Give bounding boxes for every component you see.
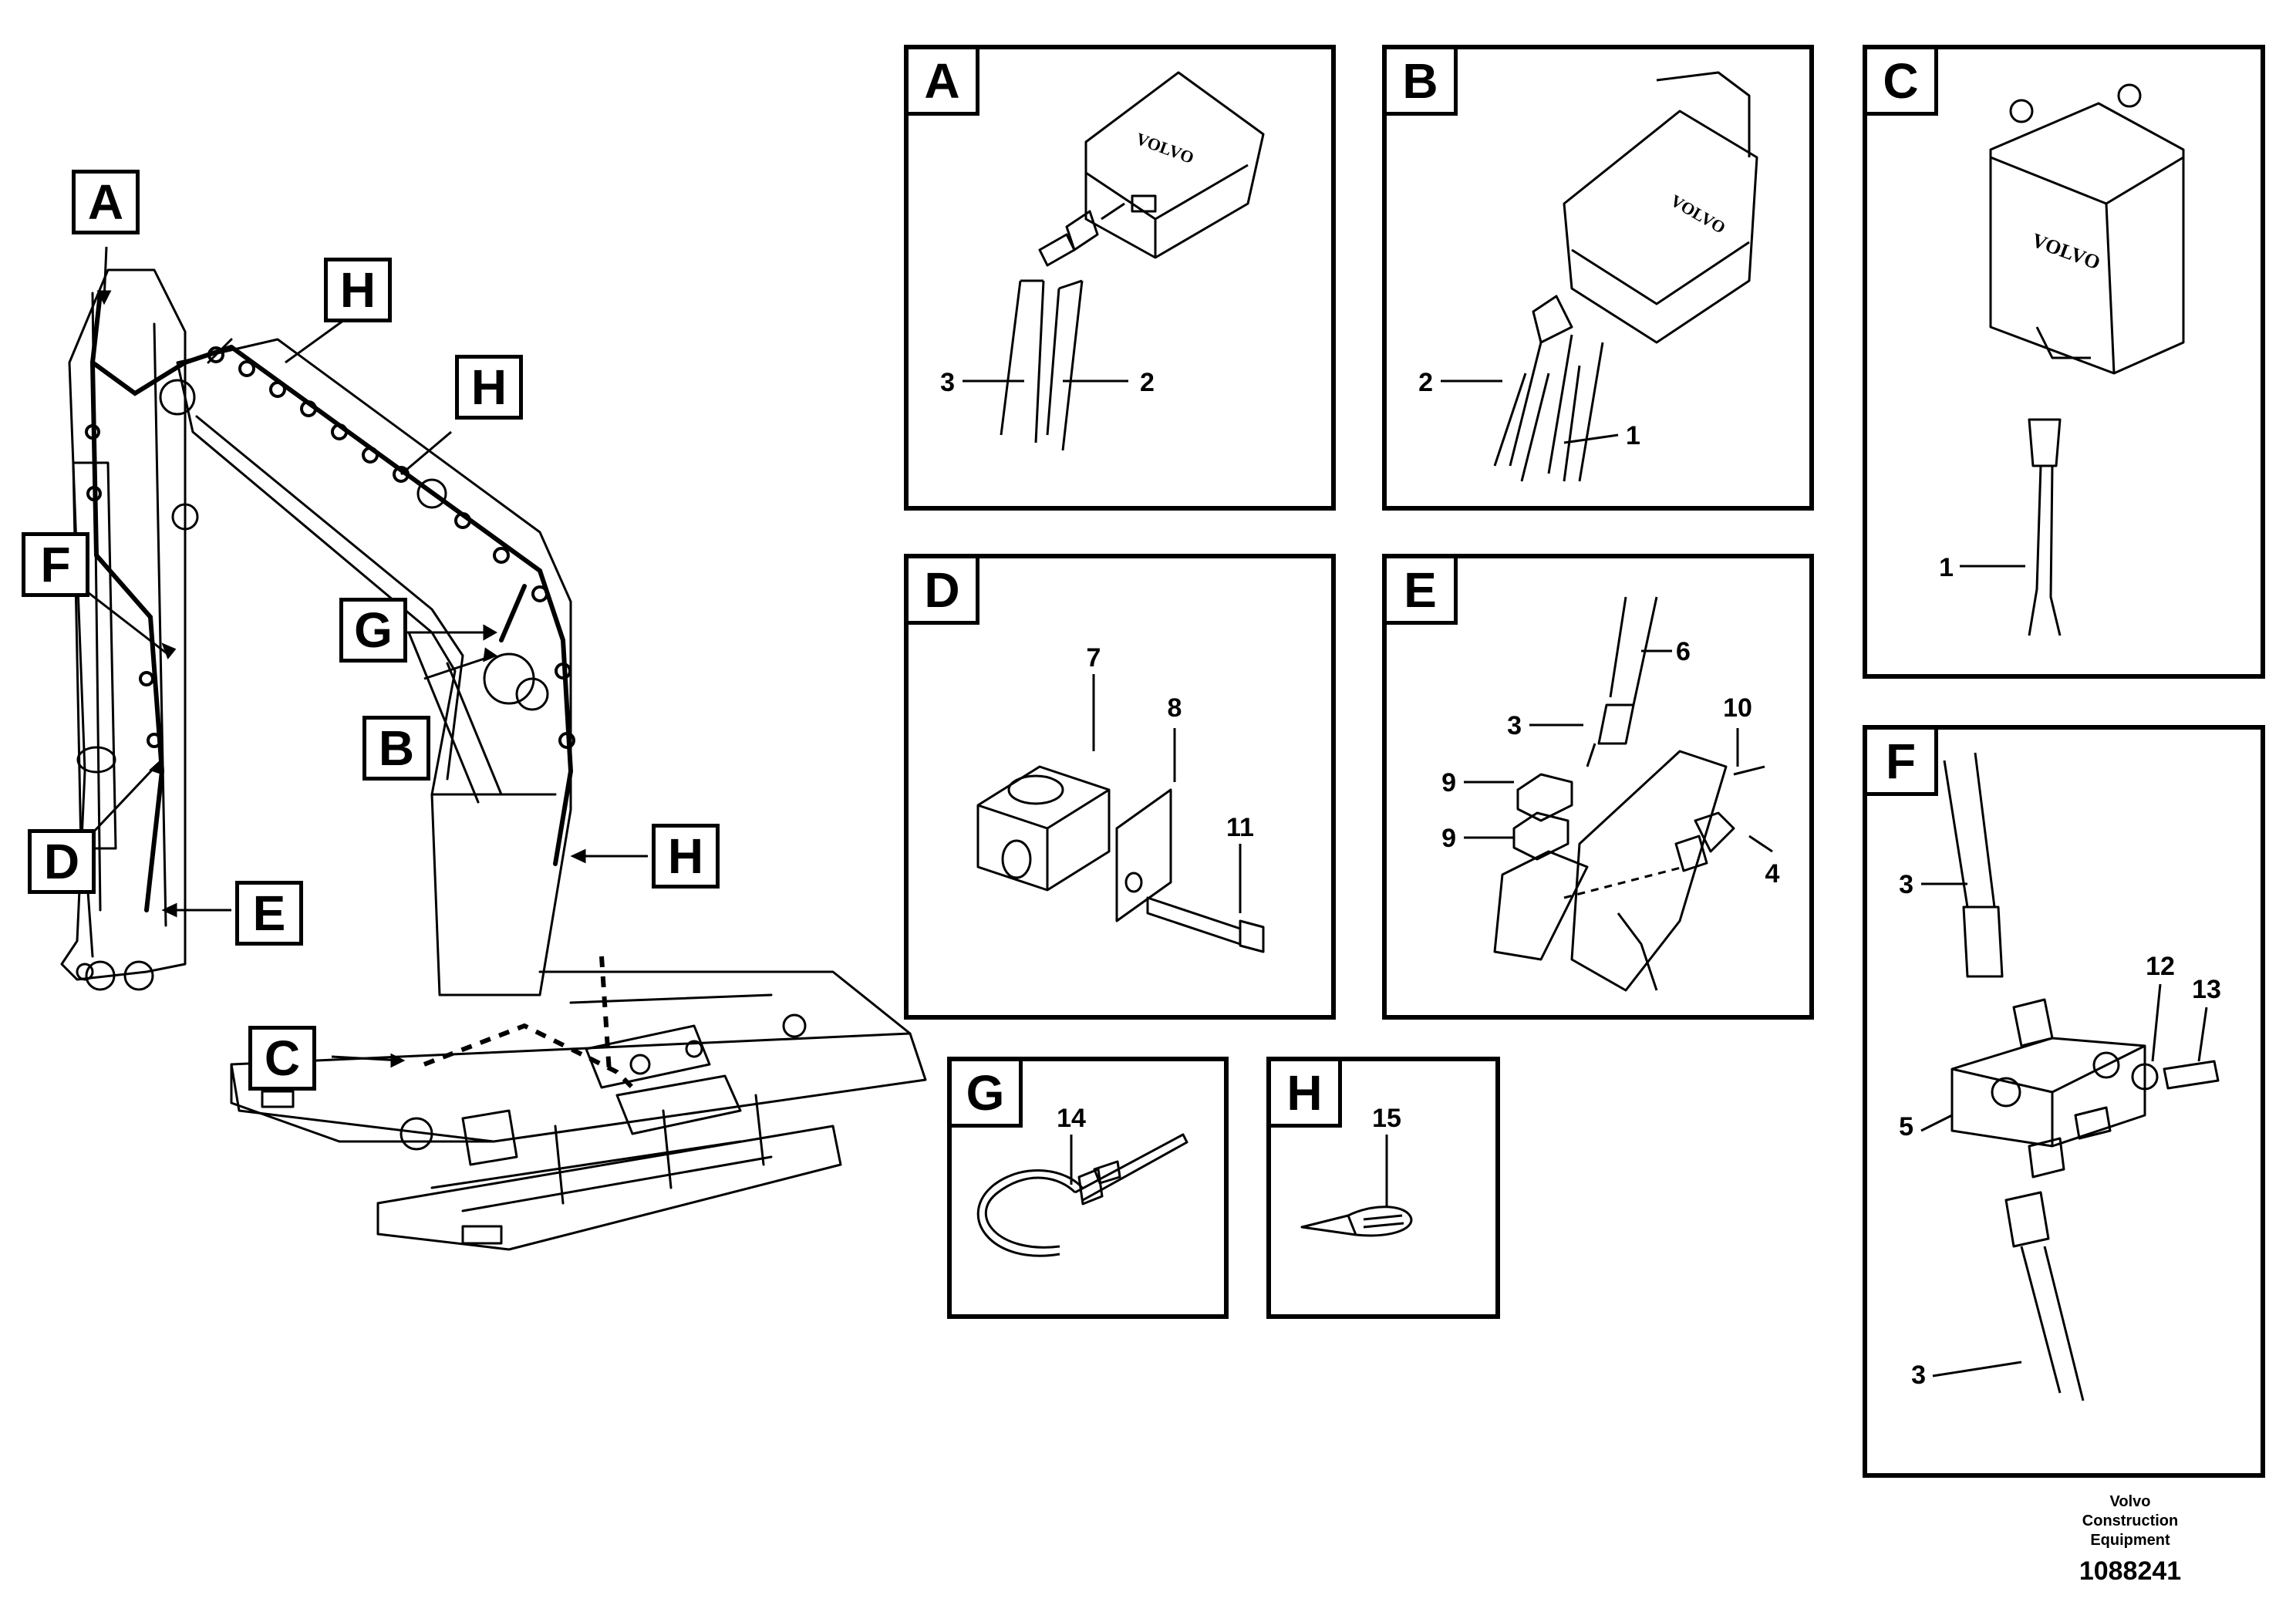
harness-arm-down [90,360,165,912]
panel-f-callout-5: 5 [1899,1112,1913,1141]
panel-e-callout-3: 3 [1507,711,1522,740]
clamp-block [976,765,1111,892]
panel-d-label: D [909,558,979,625]
detail-panel-b: B VOLVO 2 1 [1382,45,1814,511]
overview-label-b: B [362,716,430,781]
panel-a-drawing: VOLVO 3 2 [940,71,1265,451]
panel-e-callout-9-top: 9 [1441,768,1456,798]
panel-b-drawing: VOLVO 2 1 [1418,71,1758,482]
panel-a-callout-3: 3 [940,368,955,397]
panel-f-callout-3-top: 3 [1899,870,1913,899]
panel-e-callout-10: 10 [1723,693,1752,723]
lower-frame [376,1125,842,1251]
panel-c-callout-1: 1 [1939,553,1954,582]
panel-d-callout-11: 11 [1226,813,1254,842]
clamp-plate [1115,788,1172,922]
harness-arm [89,291,234,396]
panel-f-callout-3-bottom: 3 [1911,1361,1926,1390]
panel-c-label: C [1867,49,1938,116]
panel-e-drawing: 6 3 10 9 9 4 [1441,596,1780,992]
upper-frame [230,1032,927,1143]
harness-boom [229,345,574,866]
arm-outline [60,268,187,981]
panel-f-drawing: 3 12 13 5 3 [1899,752,2221,1401]
detail-panel-c: C VOLVO 1 [1863,45,2265,679]
brand-footer: Volvo Construction Equipment 1088241 [2061,1492,2200,1587]
brand-line-1: Volvo Construction [2082,1493,2179,1529]
cable-tie-loop [984,1176,1077,1249]
overview-label-h-top: H [324,258,392,322]
panel-b-logo: VOLVO [1667,191,1729,238]
bolt-11 [1146,896,1242,946]
tee-block [1950,1037,2146,1148]
panel-f-label: F [1867,730,1938,796]
detail-panel-f: F [1863,725,2265,1478]
detail-panel-h: H 15 [1266,1057,1500,1319]
overview-label-h-mid: H [455,355,523,420]
detail-panel-d: D 7 8 11 [904,554,1336,1020]
bracket [1570,750,1728,992]
panel-h-callout-15: 15 [1372,1104,1401,1133]
drawing-number: 1088241 [2079,1556,2182,1586]
panel-h-drawing: 15 [1300,1104,1413,1237]
overview-label-e: E [235,881,303,946]
overview-label-f: F [22,532,89,597]
panel-g-drawing: 14 [976,1104,1188,1257]
panel-h-label: H [1271,1061,1342,1128]
panel-b-callout-2: 2 [1418,368,1433,397]
overview-label-g: G [339,598,407,663]
panel-a-label: A [909,49,979,116]
harness-frame-dashed [423,1023,635,1090]
overview-label-d: D [28,829,96,894]
panel-e-callout-9-bottom: 9 [1441,824,1456,853]
overview-label-c: C [248,1026,316,1091]
strap-tie [1300,1206,1413,1237]
panel-d-callout-7: 7 [1087,643,1101,673]
panel-f-callout-12: 12 [2146,952,2175,981]
detail-panel-e: E [1382,554,1814,1020]
sensor-box [1084,71,1265,259]
machine-overview-drawing [60,246,927,1251]
brand-line-2: Equipment [2090,1532,2170,1549]
panel-g-label: G [952,1061,1023,1128]
panel-f-callout-13: 13 [2192,975,2221,1004]
panel-e-label: E [1387,558,1458,625]
panel-a-callout-2: 2 [1140,368,1155,397]
overview-label-a: A [72,170,140,234]
detail-panel-g: G 14 [947,1057,1229,1319]
panel-b-callout-1: 1 [1626,421,1640,450]
panel-d-drawing: 7 8 11 [976,643,1265,953]
panel-e-callout-6: 6 [1676,637,1691,666]
panel-c-logo: VOLVO [2029,229,2103,275]
panel-e-callout-4: 4 [1765,859,1780,889]
overview-label-h-low: H [652,824,720,889]
panel-g-callout-14: 14 [1057,1104,1086,1133]
panel-d-callout-8: 8 [1168,693,1182,723]
panel-b-label: B [1387,49,1458,116]
sensor-box [1989,102,2185,375]
panel-c-drawing: VOLVO 1 [1939,83,2185,636]
panel-a-logo: VOLVO [1134,129,1197,167]
detail-panel-a: A VOLVO 3 2 [904,45,1336,511]
sensor-box [1563,110,1758,344]
